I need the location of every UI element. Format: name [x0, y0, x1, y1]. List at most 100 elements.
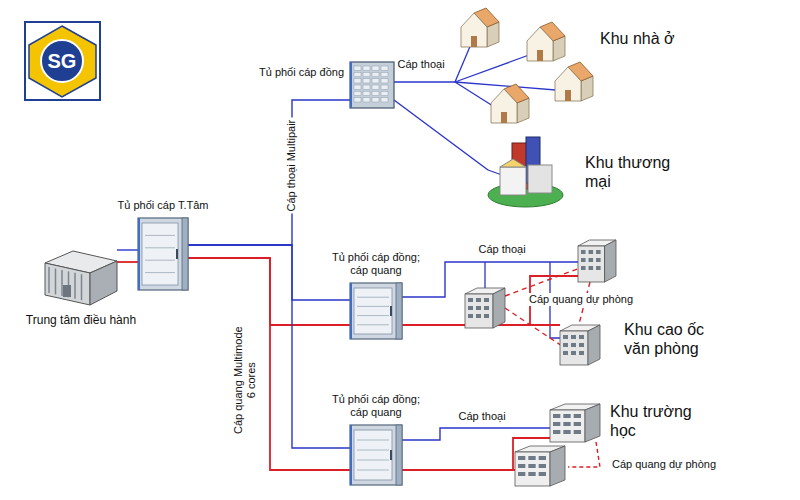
cabinet-stripe: [350, 283, 352, 339]
mall-icon: [488, 135, 563, 207]
node-label: Khu cao ốc văn phòng: [624, 320, 724, 358]
building-window: [589, 250, 594, 254]
building-front: [45, 263, 90, 305]
node-label: Khu trường học: [610, 402, 705, 440]
cabinet-shelf: [357, 297, 389, 298]
building-window: [539, 472, 546, 476]
icon-group: [138, 218, 188, 290]
cable-connector: [188, 258, 350, 325]
backup-fiber-label: Cáp quang dự phòng: [527, 293, 635, 306]
cable-connector: [402, 324, 460, 326]
cabinet-stripe: [350, 425, 352, 485]
node-label: Khu thương mại: [585, 153, 690, 191]
cable-connector: [188, 258, 350, 470]
houses-icon: [455, 5, 595, 127]
building-window: [476, 314, 481, 318]
mall-block: [528, 165, 552, 193]
building-window: [528, 456, 535, 460]
house-door: [471, 36, 477, 47]
building-column: [55, 268, 57, 294]
center-icon: [45, 243, 117, 305]
building-window: [581, 258, 586, 262]
logo-text: SG: [46, 49, 79, 73]
building-window: [563, 422, 570, 426]
building-front: [550, 410, 585, 442]
icon-group: [45, 251, 117, 305]
building-window: [571, 335, 576, 339]
building-window: [484, 306, 489, 310]
building-window: [476, 306, 481, 310]
building-window: [563, 430, 570, 434]
house-door: [501, 112, 507, 123]
building-window: [589, 258, 594, 262]
rack-node: Tủ phối cáp đồng: [350, 62, 394, 108]
building-window: [468, 298, 473, 302]
building-window: [468, 314, 473, 318]
cabinet-shelf: [357, 450, 389, 451]
building-window: [579, 335, 584, 339]
rack-icon: [350, 62, 394, 108]
building-window: [581, 266, 586, 270]
cabinet-body: [138, 218, 188, 290]
schools-node: Khu trường học: [512, 402, 604, 490]
logo-circle: [41, 40, 83, 82]
building-window: [476, 298, 481, 302]
rack-slot: [354, 91, 361, 95]
building-side: [585, 404, 600, 442]
cabinet-shelf: [357, 315, 389, 316]
phone-cable: [512, 427, 550, 428]
rack-slot: [354, 98, 361, 102]
cable-connector: [117, 261, 138, 263]
building-window: [553, 414, 560, 418]
houses-node: Khu nhà ở: [455, 5, 595, 127]
cabinet-shelf: [357, 306, 389, 307]
cable-connector: [402, 469, 512, 471]
house-front: [491, 89, 517, 123]
building-window: [596, 258, 601, 262]
icon-group: [488, 137, 563, 207]
rack-slot: [372, 98, 379, 102]
node-label: Tủ phối cáp T.Tâm: [98, 199, 228, 212]
rack-slot: [372, 66, 379, 70]
house-front: [555, 67, 581, 101]
rack-slot: [354, 85, 361, 89]
cable-connector: [188, 100, 350, 245]
cabinet-door: [354, 430, 392, 480]
building-door: [63, 285, 71, 297]
mall-roof: [500, 159, 526, 167]
building-window: [528, 464, 535, 468]
building-window: [574, 430, 581, 434]
building-window: [581, 250, 586, 254]
cable-connector: [402, 428, 512, 440]
building-window: [539, 464, 546, 468]
rack-slot: [363, 91, 370, 95]
node-label: Tủ phối cáp đồng; cáp quang: [326, 393, 426, 419]
cabinet-door: [142, 223, 178, 285]
cabinet-door: [354, 288, 392, 334]
node-label: Tủ phối cáp đồng: [259, 66, 344, 79]
node-label: Khu nhà ở: [600, 29, 750, 48]
cabinet-shelf: [145, 260, 175, 261]
cable-label: Cáp thoại: [477, 243, 528, 256]
rack-slot: [381, 85, 388, 89]
cabinet-handle: [176, 249, 178, 259]
building-front: [465, 294, 493, 328]
rack-slot: [381, 91, 388, 95]
icon-group: [455, 8, 593, 123]
rack-stripe: [350, 62, 352, 108]
building-window: [553, 422, 560, 426]
cab-icon: [138, 218, 188, 290]
cabinet-shelf: [145, 235, 175, 236]
rack-slot: [363, 66, 370, 70]
rack-slot: [354, 72, 361, 76]
cab-node: Tủ phối cáp đồng; cáp quang: [350, 283, 402, 339]
building-side: [90, 261, 117, 305]
building-window: [518, 472, 525, 476]
building-window: [528, 472, 535, 476]
building-window: [539, 456, 546, 460]
cable-connector: [188, 245, 350, 448]
rack-slot: [381, 79, 388, 83]
cable-connector: [188, 245, 350, 300]
building-side: [605, 240, 616, 282]
building-column: [74, 273, 76, 299]
